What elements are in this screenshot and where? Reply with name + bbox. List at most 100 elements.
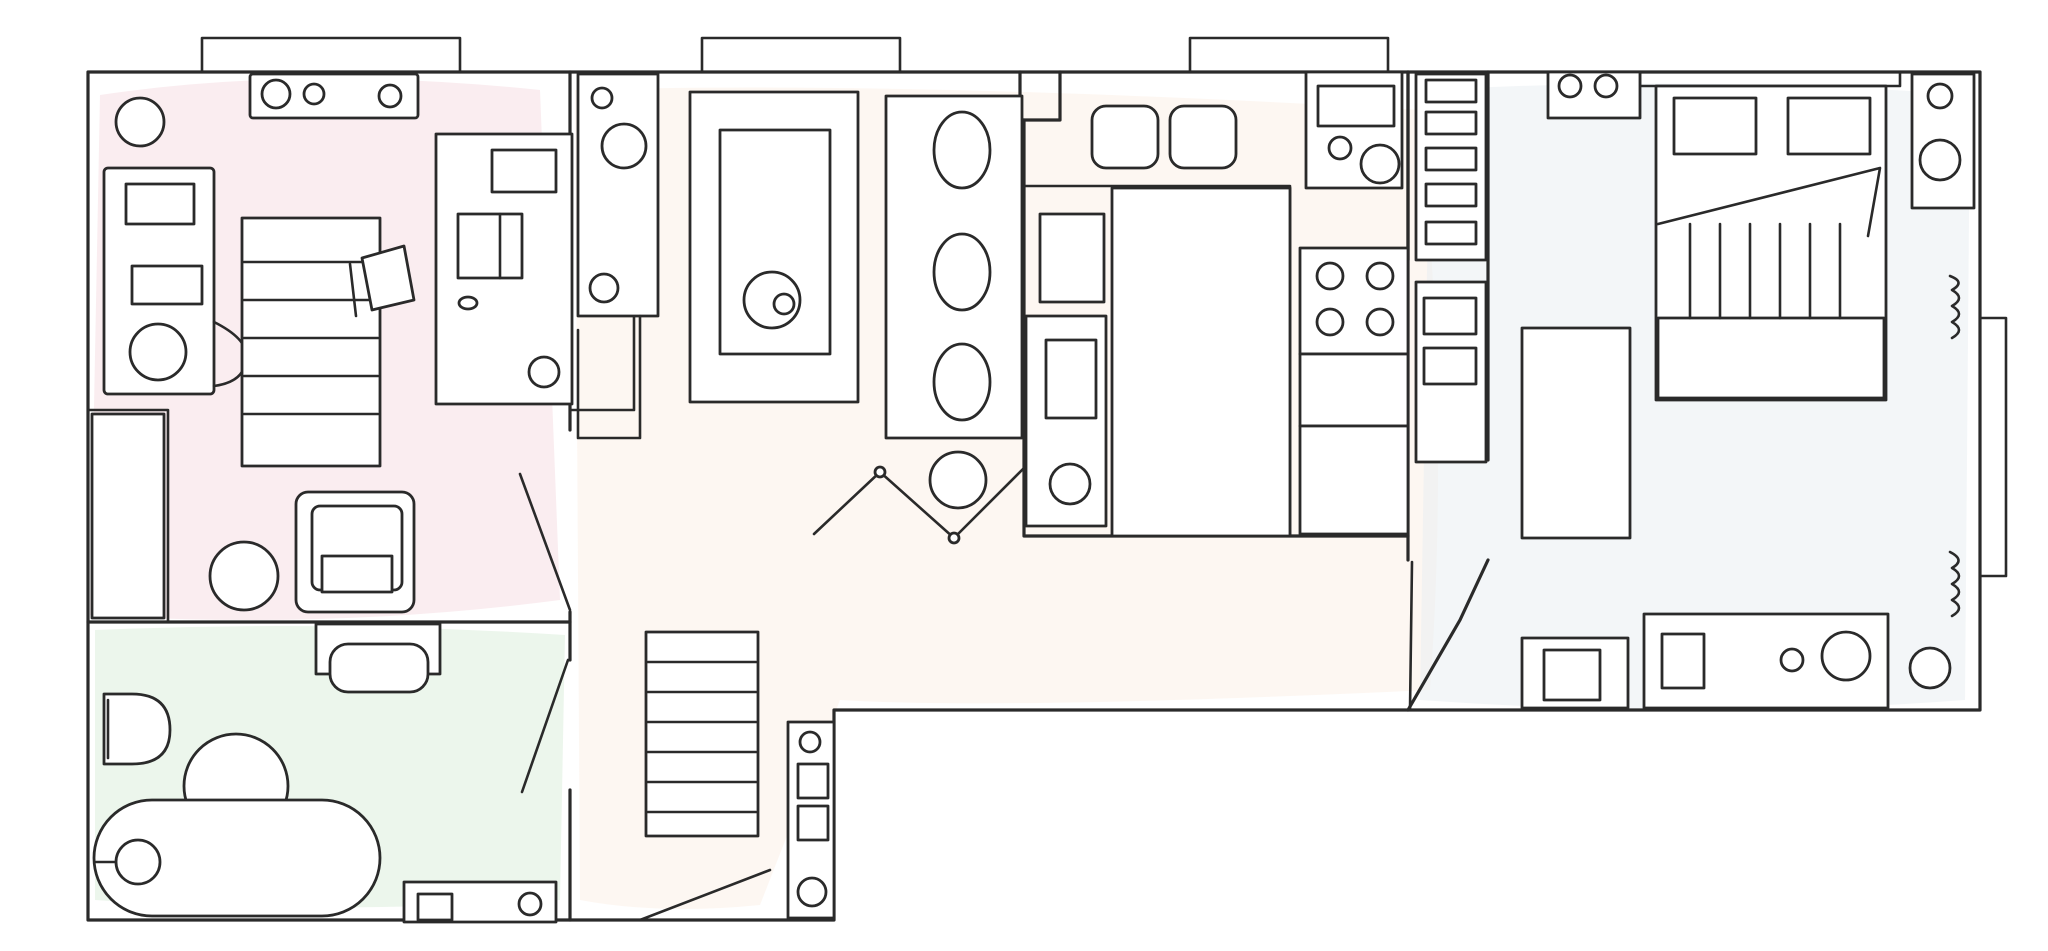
closet-icon <box>90 412 166 620</box>
dining-cabinet-plant <box>1048 462 1092 506</box>
kitchen-door <box>1408 560 1414 712</box>
desk-monitor <box>490 148 558 194</box>
kitchen-item-1 <box>1327 135 1353 161</box>
dining-cabinet-item <box>1044 338 1098 420</box>
window-1 <box>200 36 462 74</box>
bedside-item-2 <box>1918 138 1962 182</box>
storage-wall <box>576 314 642 440</box>
ball-icon-inner <box>772 292 796 316</box>
desk-mouse <box>457 295 479 311</box>
bath-door <box>520 658 570 794</box>
nightstand-item-2 <box>1593 73 1619 99</box>
desk-right-item-1 <box>1779 647 1805 673</box>
wall-right-door <box>1406 558 1490 712</box>
dresser-item-2 <box>130 264 204 306</box>
sink-icon <box>328 642 430 694</box>
stool-4 <box>928 450 988 510</box>
entry-item-3 <box>796 804 830 842</box>
pantry-lower-1 <box>1422 296 1478 336</box>
shelf-top-item-3 <box>377 83 403 109</box>
fridge-icon <box>1298 424 1410 536</box>
bathtub-drain <box>114 838 162 886</box>
storage-item-3 <box>588 272 620 304</box>
bedroom-left <box>90 72 574 620</box>
bedside-item-1 <box>1926 82 1954 110</box>
wall-closet <box>86 408 170 624</box>
storage-item-1 <box>590 86 614 110</box>
entry-item-1 <box>798 730 822 754</box>
blanket-icon <box>1656 316 1886 400</box>
cabinet-right <box>1520 326 1632 540</box>
armchair-cushion <box>320 554 394 594</box>
pantry-3 <box>1424 146 1478 172</box>
desk-right-book <box>1660 632 1706 690</box>
oven-icon <box>1298 352 1410 428</box>
bathroom <box>92 622 570 924</box>
double-sink-icon-2 <box>1168 104 1238 170</box>
bathtub-icon <box>92 798 382 918</box>
burner-1 <box>1315 261 1345 291</box>
pantry-lower-2 <box>1422 346 1478 386</box>
window-right <box>1978 316 2008 578</box>
door-icon <box>518 472 572 612</box>
shelf-top <box>248 72 420 120</box>
kitchen-item-2 <box>1359 143 1401 185</box>
stairs-lines <box>646 660 758 814</box>
pantry-5 <box>1424 220 1478 246</box>
plant-right-icon <box>1908 646 1952 690</box>
lamp-icon <box>128 322 188 382</box>
blanket-fold <box>1656 166 1882 238</box>
pillow-right <box>1786 96 1872 156</box>
pantry-2 <box>1424 110 1478 136</box>
storage-item-2 <box>600 122 648 170</box>
pillow-left <box>1672 96 1758 156</box>
double-sink-icon-1 <box>1090 104 1160 170</box>
side-table-icon <box>208 540 280 612</box>
hallway <box>576 72 1026 922</box>
dresser-right-item <box>1542 648 1602 702</box>
entry-door <box>638 868 772 922</box>
stool-1 <box>932 110 992 190</box>
pantry-4 <box>1424 182 1478 208</box>
bedroom-right <box>1520 70 1976 710</box>
burner-2 <box>1365 261 1395 291</box>
radiator-icon <box>1948 274 1961 340</box>
burner-4 <box>1365 307 1395 337</box>
burner-3 <box>1315 307 1345 337</box>
desk-box <box>456 212 524 280</box>
stool-2 <box>932 232 992 312</box>
dining-chair-top <box>1038 212 1106 304</box>
entry-item-4 <box>796 876 828 908</box>
shelf-top-item-2 <box>302 82 326 106</box>
bath-shelf-item-2 <box>517 891 543 917</box>
desk-plant <box>527 355 561 389</box>
window-3 <box>1188 36 1390 74</box>
radiator-icon-2 <box>1948 550 1961 618</box>
bed-lines <box>242 260 380 416</box>
kitchen-dining <box>1022 70 1488 712</box>
chair-icon <box>360 244 416 312</box>
pantry-1 <box>1424 78 1478 104</box>
outer-wall <box>86 70 1982 922</box>
folding-door-hinge-1 <box>873 465 887 479</box>
folding-door-icon <box>812 466 1026 540</box>
blanket-lines <box>1688 222 1842 320</box>
desk-right-item-2 <box>1820 630 1872 682</box>
plant-icon <box>114 96 166 148</box>
stairs-icon <box>644 630 760 838</box>
dining-table-icon <box>1110 186 1292 538</box>
entry-item-2 <box>796 762 830 800</box>
stool-3 <box>932 342 992 422</box>
dresser-item-1 <box>124 182 196 226</box>
chair-back <box>348 262 358 318</box>
bath-shelf-item <box>416 892 454 922</box>
storage-cabinet <box>576 72 660 318</box>
microwave-icon <box>1316 84 1396 128</box>
stove-icon <box>1298 246 1410 356</box>
nightstand-item-1 <box>1557 73 1583 99</box>
toilet-icon <box>102 692 172 766</box>
folding-door-hinge-2 <box>947 531 961 545</box>
bed-icon <box>240 216 382 468</box>
shelf-top-item-1 <box>260 78 292 110</box>
